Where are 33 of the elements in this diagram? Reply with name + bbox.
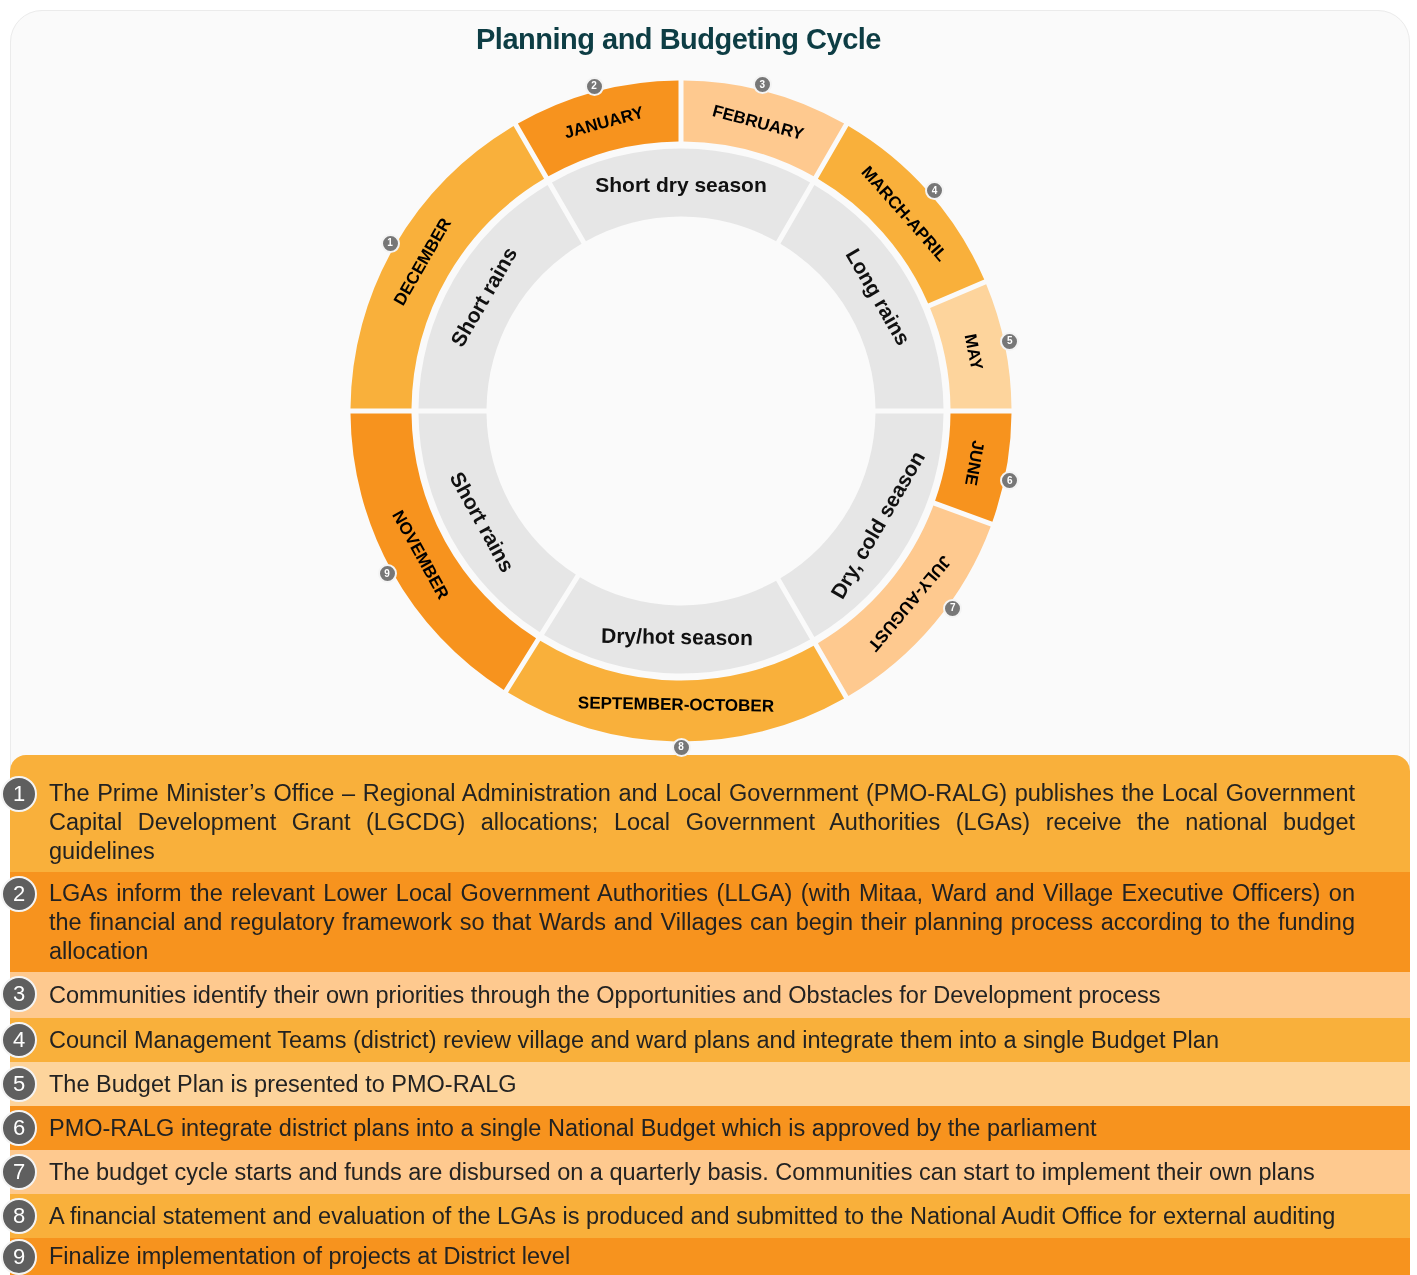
step-description: LGAs inform the relevant Lower Local Government Authorities (LLGA) (with Mitaa, Ward and Village Executive Officers) on the financial and regulatory framework so that Wards and Villages can begin their planning process according to the funding allocation: [49, 879, 1355, 966]
step-number: 1: [1, 776, 37, 812]
step-description: PMO-RALG integrate district plans into a single National Budget which is approved by the parliament: [49, 1113, 1098, 1143]
step-description: A financial statement and evaluation of the LGAs is produced and submitted to the National Audit Office for external auditing: [49, 1201, 1337, 1231]
season-segment: [544, 577, 811, 674]
month-segment: [350, 126, 545, 409]
step-description: The Prime Minister’s Office – Regional Administration and Local Government (PMO-RALG) publishes the Local Government Capital Development Grant (LGCDG) allocations; Local Government Authorities (LGAs) receive the national budget guidelines: [49, 779, 1355, 866]
month-segment: [517, 80, 679, 177]
month-segment: [930, 284, 1012, 409]
step-number: 4: [1, 1022, 37, 1058]
step-number: 2: [1, 876, 37, 912]
step-description: Communities identify their own priorities through the Opportunities and Obstacles for Development process: [49, 980, 1162, 1010]
step-number: 3: [1, 976, 37, 1012]
month-label: MAY: [959, 331, 987, 372]
season-label: Short rains: [445, 467, 519, 576]
month-segment: [350, 413, 537, 690]
month-segment: [683, 80, 845, 177]
step-description: Council Management Teams (district) review village and ward plans and integrate them into a single Budget Plan: [49, 1025, 1220, 1055]
step-number: 9: [1, 1238, 37, 1275]
step-description: The budget cycle starts and funds are disbursed on a quarterly basis. Communities can start to implement their own plans: [49, 1157, 1316, 1187]
step-number: 7: [1, 1154, 37, 1190]
month-label: JUNE: [960, 438, 989, 487]
step-number: 8: [1, 1198, 37, 1234]
title: Planning and Budgeting Cycle: [475, 22, 882, 57]
season-label: Dry/hot season: [601, 623, 754, 651]
step-number: 5: [1, 1066, 37, 1102]
step-number: 6: [1, 1110, 37, 1146]
step-description: The Budget Plan is presented to PMO-RALG: [49, 1069, 518, 1099]
step-description: Finalize implementation of projects at District level: [49, 1242, 572, 1271]
month-label: SEPTEMBER-OCTOBER: [577, 693, 775, 717]
season-label: Short dry season: [595, 173, 767, 197]
season-segment: [551, 148, 811, 242]
month-segment: [935, 413, 1012, 522]
